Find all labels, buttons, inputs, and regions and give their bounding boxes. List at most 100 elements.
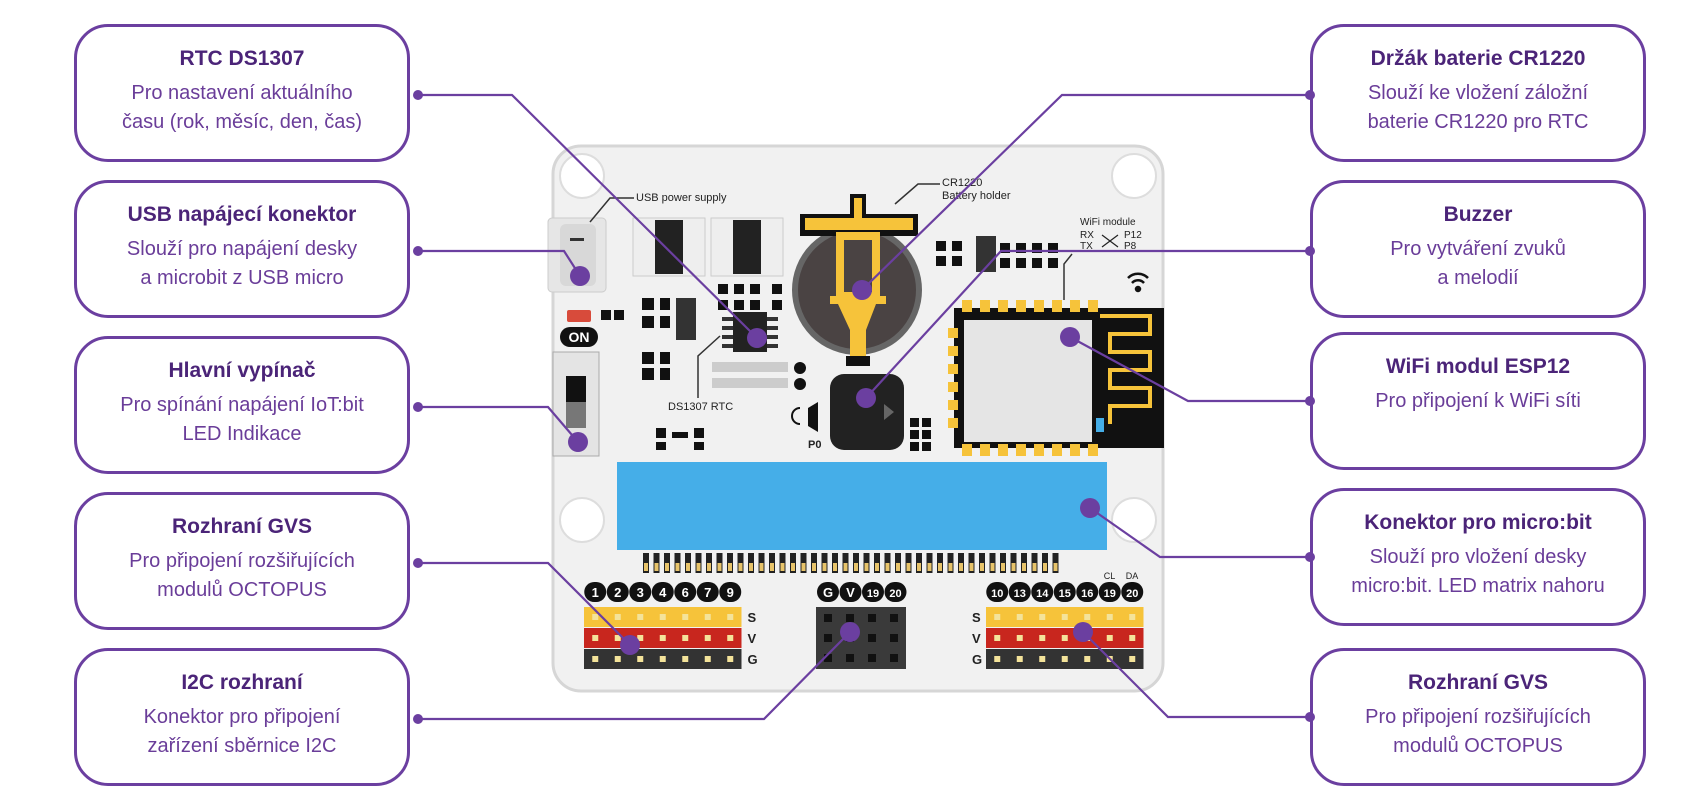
voltage-regulators [632, 217, 784, 277]
pin-badge [674, 582, 697, 602]
pin-number: 16 [1081, 588, 1093, 600]
callout-battery: Držák baterie CR1220 Slouží ke vložení z… [1310, 24, 1646, 162]
pin-badge [719, 582, 742, 602]
callout-gvs-left: Rozhraní GVS Pro připojení rozšiřujících… [74, 492, 410, 630]
svg-text:P8: P8 [1124, 241, 1137, 252]
row-label: G [748, 652, 758, 667]
esp12-module [948, 300, 1164, 456]
on-badge [560, 327, 598, 347]
row-label: G [972, 652, 982, 667]
pin-number: 7 [704, 585, 711, 600]
pin-tag: CL [1104, 571, 1116, 581]
microbit-slot [617, 462, 1107, 550]
leader-dots [413, 90, 1315, 724]
marker-battery [852, 280, 872, 300]
pin-badge [584, 582, 607, 602]
battery-label: CR1220 [942, 177, 982, 189]
pin-number: 9 [727, 585, 734, 600]
row-label: V [748, 631, 757, 646]
svg-text:RX: RX [1080, 230, 1094, 241]
svg-text:ON: ON [569, 329, 590, 345]
mount-hole [559, 153, 605, 199]
pin-badge [606, 582, 629, 602]
pin-badge [1008, 582, 1031, 602]
marker-wifi [1060, 327, 1080, 347]
callout-desc: Pro připojení k WiFi síti [1375, 390, 1581, 412]
pin-number: 1 [592, 585, 599, 600]
row-label: S [972, 610, 981, 625]
marker-i2c [840, 622, 860, 642]
pin-tag: DA [1126, 571, 1139, 581]
edge-connector-pins [643, 553, 1059, 573]
svg-text:Battery holder: Battery holder [942, 190, 1011, 202]
pin-badge [817, 582, 839, 602]
pin-number: 20 [1126, 588, 1138, 600]
pin-badge [839, 582, 862, 602]
pin-badge [884, 582, 907, 602]
pin-badge [696, 582, 719, 602]
callout-title: Rozhraní GVS [171, 515, 313, 538]
pin-number: 4 [659, 585, 667, 600]
buzzer-pin-label: P0 [808, 439, 821, 451]
usb-power-label: USB power supply [636, 192, 727, 204]
wifi-module-label: WiFi module [1080, 217, 1136, 228]
callout-title: Konektor pro micro:bit [1364, 511, 1592, 534]
callout-switch: Hlavní vypínač Pro spínání napájení IoT:… [74, 336, 410, 474]
svg-text:P12: P12 [1124, 230, 1142, 241]
pin-number: 6 [682, 585, 689, 600]
pin-badge [1031, 582, 1054, 602]
row-label: S [748, 610, 757, 625]
diode [676, 298, 696, 340]
pin-badge [629, 582, 652, 602]
wifi-icon [1127, 272, 1149, 293]
pin-badge [1076, 582, 1099, 602]
pin-number: 19 [867, 588, 879, 600]
callout-microbit-connector: Konektor pro micro:bit Slouží pro vložen… [1310, 488, 1646, 626]
marker-gvs-left [620, 635, 640, 655]
callout-title: WiFi modul ESP12 [1385, 355, 1571, 378]
mount-hole [559, 497, 605, 543]
callout-title: I2C rozhraní [181, 671, 303, 694]
marker-microbit [1080, 498, 1100, 518]
callout-title: Hlavní vypínač [168, 359, 316, 382]
rtc-label: DS1307 RTC [668, 401, 733, 413]
pin-number: 19 [1104, 588, 1116, 600]
marker-buzzer [856, 388, 876, 408]
leader-lines [418, 93, 1310, 721]
marker-rtc [747, 328, 767, 348]
pin-number: 13 [1014, 588, 1026, 600]
crystal [712, 362, 788, 372]
marker-gvs-right [1073, 622, 1093, 642]
pin-number: V [846, 585, 855, 600]
marker-switch [568, 432, 588, 452]
mount-hole [1111, 153, 1157, 199]
pin-number: 2 [614, 585, 621, 600]
marker-usb [570, 266, 590, 286]
callout-wifi: WiFi modul ESP12 Pro připojení k WiFi sí… [1310, 332, 1646, 470]
pin-badge [1053, 582, 1076, 602]
callout-title: RTC DS1307 [179, 47, 305, 70]
callout-title: Držák baterie CR1220 [1370, 47, 1586, 70]
callout-title: Rozhraní GVS [1407, 671, 1549, 694]
pin-number: 3 [637, 585, 644, 600]
mount-hole [1111, 497, 1157, 543]
pin-number: 15 [1059, 588, 1071, 600]
row-label: V [972, 631, 981, 646]
pin-badge [651, 582, 674, 602]
buzzer [791, 374, 904, 450]
pin-badge [986, 582, 1009, 602]
pin-number: 10 [991, 588, 1003, 600]
